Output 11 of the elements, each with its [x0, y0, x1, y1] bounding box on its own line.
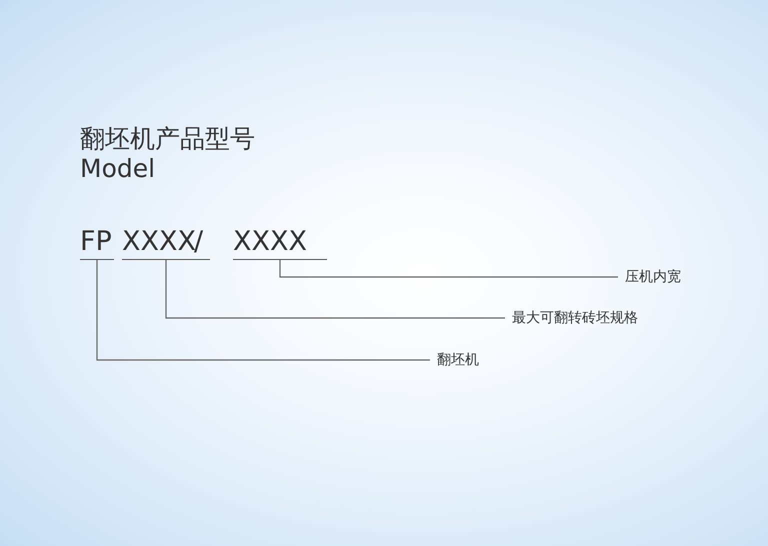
leader-line [165, 260, 505, 319]
title: 翻坯机产品型号 [80, 126, 255, 151]
separator-slash: / [194, 228, 204, 255]
explanation-text: 最大可翻转砖坯规格 [512, 311, 638, 325]
leader-line [279, 260, 618, 278]
explanation-text: 翻坯机 [437, 353, 479, 367]
explanation-text: 压机内宽 [625, 270, 681, 284]
code-segment: FP [80, 228, 114, 260]
code-segment: XXXX [233, 228, 327, 260]
subtitle: Model [80, 156, 156, 181]
leader-line [96, 260, 430, 361]
